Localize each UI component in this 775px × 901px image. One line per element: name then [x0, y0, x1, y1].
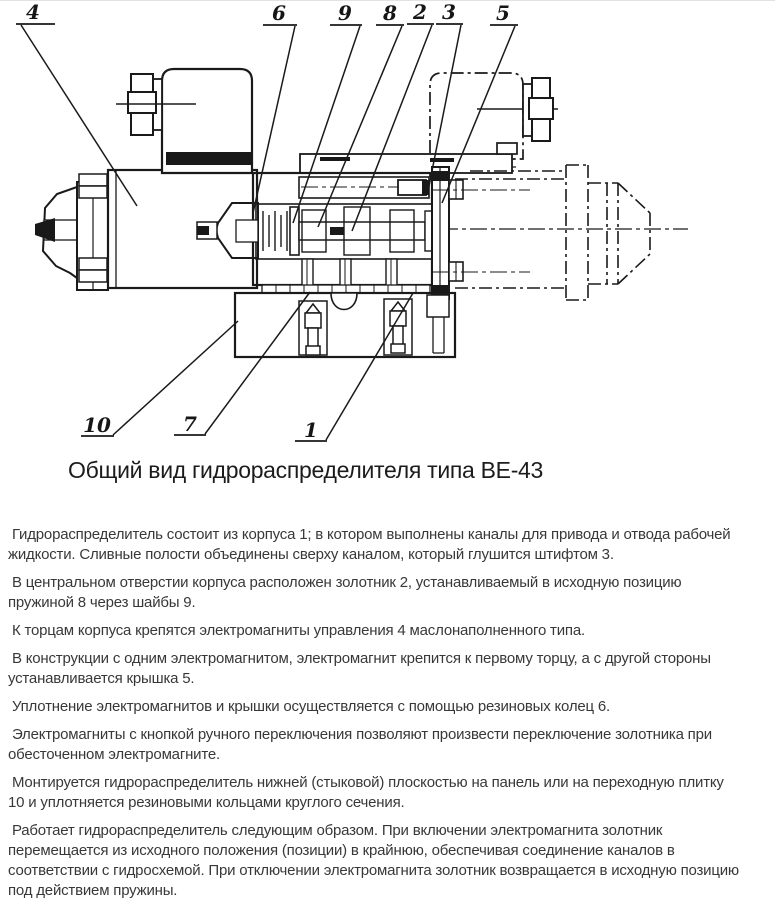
end-cover [431, 166, 530, 300]
paragraph-mounting: Монтируется гидрораспределитель нижней (… [8, 774, 728, 811]
hydraulic-valve-cross-section-drawing: 4 6 9 8 2 3 5 10 7 1 [16, 1, 688, 442]
callout-8: 8 [382, 1, 397, 25]
callout-9: 9 [338, 1, 352, 25]
callout-2: 2 [412, 1, 427, 24]
right-solenoid-phantom [455, 164, 651, 301]
left-terminal-box [116, 67, 254, 175]
callout-5: 5 [496, 1, 510, 25]
callout-6: 6 [272, 1, 286, 25]
description-text: Гидрораспределитель состоит из корпуса 1… [0, 525, 755, 901]
plate-cavity [330, 292, 358, 311]
plate-port [426, 294, 450, 318]
cable-gland [531, 77, 551, 99]
left-solenoid [35, 168, 259, 291]
callout-underlines [16, 23, 518, 442]
bolt-axis [432, 189, 530, 273]
callout-4: 4 [26, 1, 40, 24]
callout-7: 7 [183, 412, 197, 436]
callout-1: 1 [304, 418, 318, 442]
technical-drawing-figure: 4 6 9 8 2 3 5 10 7 1 Общий вид гидрорасп… [0, 1, 775, 525]
top-cover-strip [299, 142, 518, 174]
spool [298, 221, 426, 241]
paragraph-body-channels: Гидрораспределитель состоит из корпуса 1… [8, 526, 735, 563]
paragraph-operation: Работает гидрораспределитель следующим о… [8, 822, 743, 899]
callout-leaders [20, 24, 516, 441]
paragraph-single-magnet: В конструкции с одним электромагнитом, э… [8, 650, 715, 687]
subplate [233, 291, 457, 359]
spring-washers [262, 211, 288, 251]
paragraph-electromagnets: К торцам корпуса крепятся электромагниты… [8, 622, 585, 639]
plate-bolt [304, 302, 322, 356]
figure-caption: Общий вид гидрораспределителя типа ВЕ-43 [68, 457, 544, 483]
paragraph-spool-spring: В центральном отверстии корпуса располож… [8, 574, 686, 611]
callout-10: 10 [83, 413, 111, 437]
solenoid-housing [106, 168, 259, 290]
cable-gland [130, 73, 154, 93]
paragraph-manual-override: Электромагниты с кнопкой ручного переклю… [8, 726, 716, 763]
manual-override-pin [35, 218, 55, 242]
terminal-box-band [166, 152, 252, 165]
plug-pin [397, 179, 427, 196]
paragraph-sealing-rings: Уплотнение электромагнитов и крышки осущ… [8, 698, 610, 715]
callout-3: 3 [442, 1, 456, 24]
